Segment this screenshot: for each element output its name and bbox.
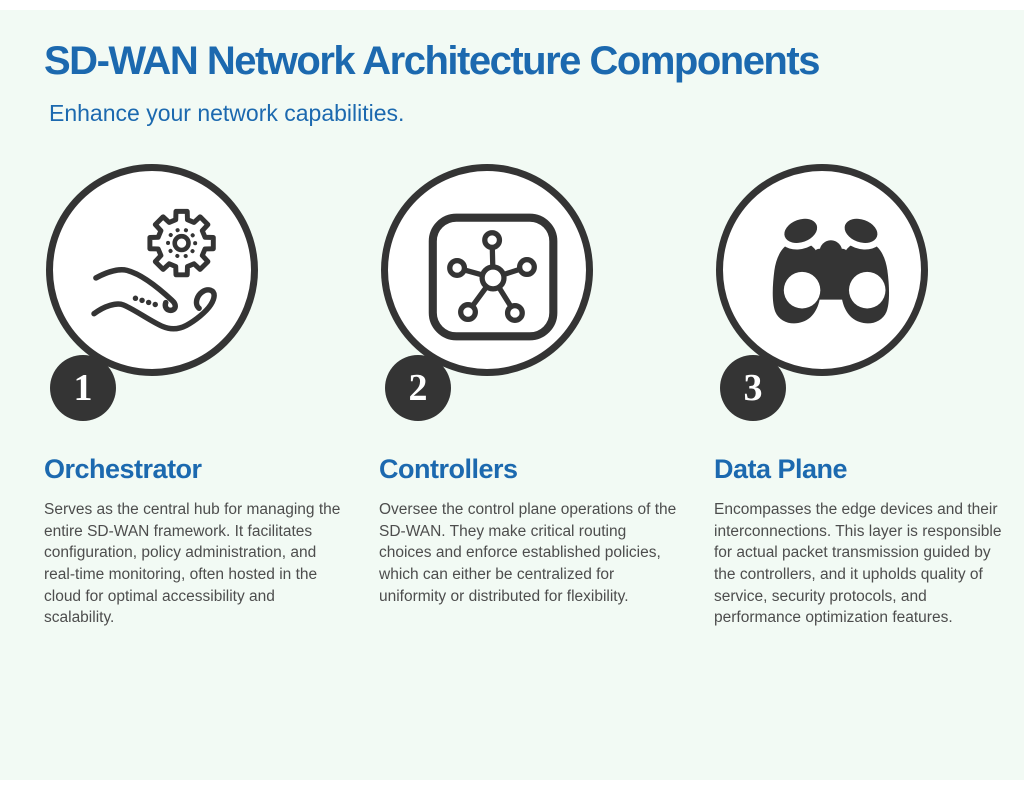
icon-wrap: 1 xyxy=(44,164,346,421)
icon-circle xyxy=(46,164,258,376)
content: SD-WAN Network Architecture Components E… xyxy=(44,39,1001,629)
icon-circle xyxy=(716,164,928,376)
icon-circle xyxy=(381,164,593,376)
step-number: 1 xyxy=(73,367,93,409)
component-description: Encompasses the edge devices and their i… xyxy=(714,501,1002,627)
step-badge: 3 xyxy=(720,355,786,421)
background-tint xyxy=(0,10,1024,780)
component-title: Controllers xyxy=(379,454,518,484)
component-description: Serves as the central hub for managing t… xyxy=(44,501,341,627)
component-card-orchestrator: 1 Orchestrator Serves as the central hub… xyxy=(44,164,346,629)
page-title: SD-WAN Network Architecture Components xyxy=(44,39,820,83)
step-number: 3 xyxy=(743,367,763,409)
icon-wrap: 3 xyxy=(714,164,1016,421)
network-hub-icon xyxy=(428,213,558,341)
hand-gear-icon xyxy=(91,208,217,332)
component-description: Oversee the control plane operations of … xyxy=(379,501,677,605)
component-title: Data Plane xyxy=(714,454,848,484)
icon-wrap: 2 xyxy=(379,164,681,421)
step-badge: 2 xyxy=(385,355,451,421)
component-card-controllers: 2 Controllers Oversee the control plane … xyxy=(379,164,681,629)
component-card-data-plane: 3 Data Plane Encompasses the edge device… xyxy=(714,164,1016,629)
binoculars-icon xyxy=(772,212,890,324)
step-number: 2 xyxy=(408,367,428,409)
page-subtitle: Enhance your network capabilities. xyxy=(49,100,405,126)
components-row: 1 Orchestrator Serves as the central hub… xyxy=(44,164,1001,629)
step-badge: 1 xyxy=(50,355,116,421)
component-title: Orchestrator xyxy=(44,454,202,484)
